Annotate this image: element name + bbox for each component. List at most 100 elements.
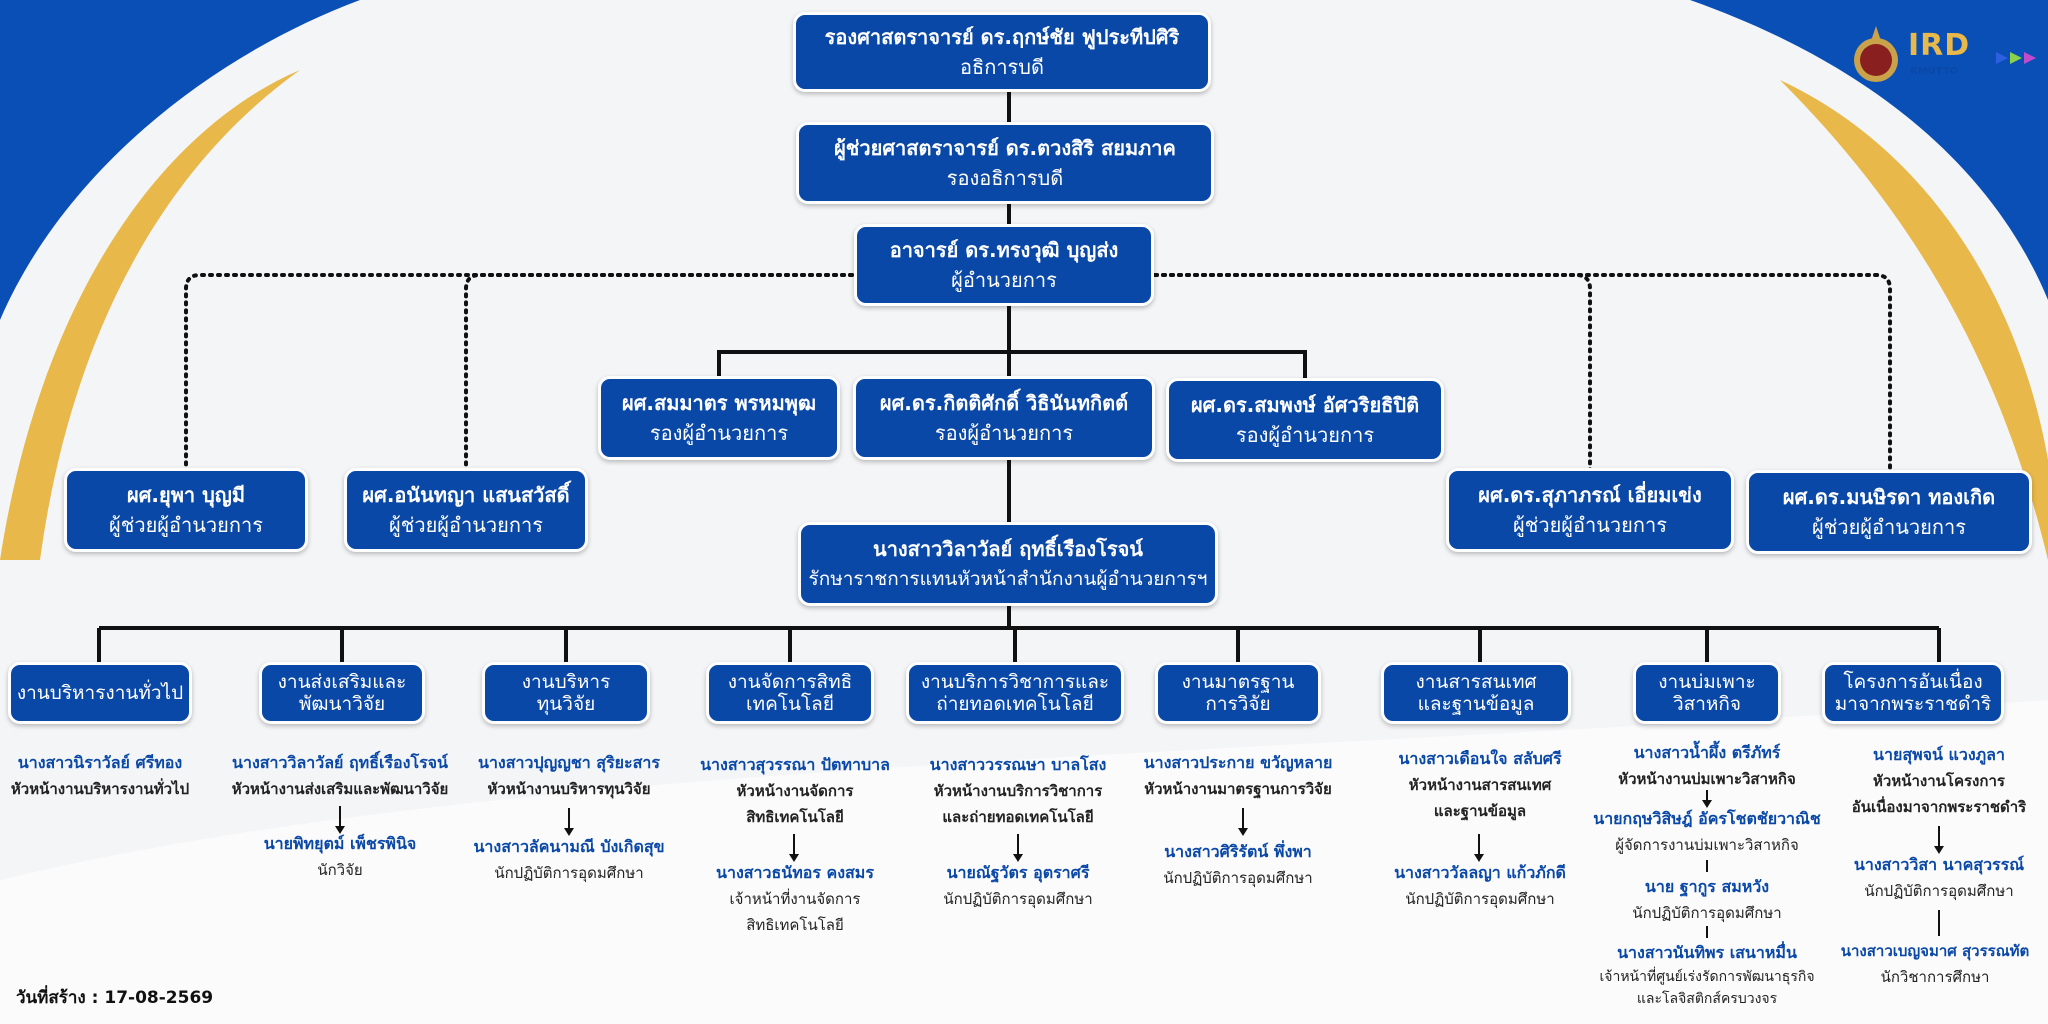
- department-box: งานบริหาร ทุนวิจัย: [482, 662, 650, 724]
- bg-swoosh: [0, 700, 2048, 1024]
- department-box: งานบ่มเพาะ วิสาหกิจ: [1633, 662, 1781, 724]
- staff-name: นางสาวน้ำผึ้ง ตรีภัทร์: [1633, 743, 1781, 762]
- staff-position: สิทธิเทคโนโลยี: [746, 808, 844, 826]
- staff-column: นางสาวปุญญชา สุริยะสาร หัวหน้างานบริหารท…: [464, 750, 674, 802]
- assistant-position: ผู้ช่วยผู้อำนวยการ: [109, 513, 263, 537]
- staff-position: หัวหน้างานบริหารงานทั่วไป: [10, 780, 190, 798]
- staff-name: นางสาววัลลญา แก้วภักดี: [1394, 863, 1566, 882]
- department-box: งานบริการวิชาการและ ถ่ายทอดเทคโนโลยี: [906, 662, 1124, 724]
- staff-column: นาย ฐากูร สมหวัง นักปฏิบัติการอุดมศึกษา: [1582, 874, 1832, 926]
- director-name: อาจารย์ ดร.ทรงวุฒิ บุญส่ง: [889, 238, 1119, 262]
- department-box: งานจัดการสิทธิ เทคโนโลยี: [706, 662, 874, 724]
- director-position: ผู้อำนวยการ: [951, 268, 1057, 292]
- staff-position: และฐานข้อมูล: [1433, 802, 1527, 820]
- staff-position: นักปฏิบัติการอุดมศึกษา: [1864, 882, 2014, 900]
- vice-president-position: รองอธิการบดี: [946, 166, 1064, 190]
- staff-position: เจ้าหน้าที่งานจัดการ: [729, 890, 861, 908]
- staff-position: อันเนื่องมาจากพระราชดำริ: [1851, 798, 2027, 816]
- staff-position: นักวิจัย: [317, 861, 363, 879]
- department-title: โครงการอันเนื่อง: [1843, 671, 1983, 693]
- staff-column: นางสาวธนัทอร คงสมร เจ้าหน้าที่งานจัดการ …: [690, 860, 900, 938]
- department-title: งานสารสนเทศ: [1415, 671, 1537, 693]
- department-title: เทคโนโลยี: [746, 693, 834, 715]
- assistant-position: ผู้ช่วยผู้อำนวยการ: [1513, 513, 1667, 537]
- staff-position: หัวหน้างานมาตรฐานการวิจัย: [1144, 780, 1332, 798]
- deputy-name: ผศ.สมมาตร พรหมพุฒ: [621, 391, 817, 415]
- staff-column: นางสาวน้ำผึ้ง ตรีภัทร์ หัวหน้างานบ่มเพาะ…: [1582, 740, 1832, 792]
- staff-position: นักปฏิบัติการอุดมศึกษา: [943, 890, 1093, 908]
- staff-position: สิทธิเทคโนโลยี: [746, 916, 844, 934]
- department-box: งานสารสนเทศ และฐานข้อมูล: [1381, 662, 1571, 724]
- deputy-name: ผศ.ดร.กิตติศักดิ์ วิธินันทกิตต์: [879, 391, 1129, 415]
- staff-column: นางสาวศิริรัตน์ พึ่งพา นักปฏิบัติการอุดม…: [1128, 839, 1348, 891]
- department-box: งานส่งเสริมและ พัฒนาวิจัย: [259, 662, 425, 724]
- vice-president-box: ผู้ช่วยศาสตราจารย์ ดร.ตวงสิริ สยมภาค รอง…: [796, 122, 1214, 204]
- staff-column: นางสาวเบญจมาศ สุวรรณทัต นักวิชาการศึกษา: [1822, 938, 2048, 990]
- president-position: อธิการบดี: [960, 55, 1044, 79]
- staff-name: นางสาวศิริรัตน์ พึ่งพา: [1164, 842, 1312, 861]
- president-box: รองศาสตราจารย์ ดร.ฤกษ์ชัย ฟูประทีปศิริ อ…: [793, 12, 1211, 92]
- assistant-name: ผศ.ยุพา บุญมี: [126, 483, 246, 507]
- staff-name: นางสาวนันทิพร เสนาหมื่น: [1617, 943, 1797, 962]
- department-title: พัฒนาวิจัย: [298, 693, 386, 715]
- department-title: มาจากพระราชดำริ: [1834, 693, 1992, 715]
- staff-name: นางสาวปุญญชา สุริยะสาร: [478, 753, 660, 772]
- staff-name: นางสาวลัคนามณี บังเกิดสุข: [473, 837, 665, 856]
- department-title: ทุนวิจัย: [536, 693, 596, 715]
- staff-column: นางสาวนิราวัลย์ ศรีทอง หัวหน้างานบริหารง…: [0, 750, 200, 802]
- bg-blue-right: [1690, 0, 2048, 300]
- office-head-position: รักษาราชการแทนหัวหน้าสำนักงานผู้อำนวยการ…: [808, 568, 1208, 590]
- staff-column: นางสาววรรณษา บาลโสง หัวหน้างานบริการวิชา…: [906, 752, 1130, 830]
- staff-column: นางสาวสุวรรณา ปัตทาบาล หัวหน้างานจัดการ …: [690, 752, 900, 830]
- logo-text: IRD: [1908, 28, 1971, 63]
- staff-position: นักวิชาการศึกษา: [1880, 968, 1990, 986]
- department-title: งานบ่มเพาะ: [1658, 671, 1756, 693]
- staff-column: นางสาววัลลญา แก้วภักดี นักปฏิบัติการอุดม…: [1370, 860, 1590, 912]
- department-title: และฐานข้อมูล: [1417, 693, 1535, 715]
- bg-gold-right: [1780, 80, 2048, 560]
- staff-column: นางสาววิสา นาคสุวรรณ์ นักปฏิบัติการอุดมศ…: [1830, 852, 2048, 904]
- president-name: รองศาสตราจารย์ ดร.ฤกษ์ชัย ฟูประทีปศิริ: [824, 25, 1180, 49]
- deputy-director-box: ผศ.สมมาตร พรหมพุฒ รองผู้อำนวยการ: [598, 376, 840, 460]
- university-seal-icon: [1854, 26, 2036, 82]
- staff-column: นางสาวลัคนามณี บังเกิดสุข นักปฏิบัติการอ…: [454, 834, 684, 886]
- staff-position: ผู้จัดการงานบ่มเพาะวิสาหกิจ: [1615, 836, 1799, 854]
- staff-position: หัวหน้างานส่งเสริมและพัฒนาวิจัย: [231, 780, 449, 798]
- department-box: งานบริหารงานทั่วไป: [8, 662, 192, 724]
- assistant-director-box: ผศ.ยุพา บุญมี ผู้ช่วยผู้อำนวยการ: [64, 468, 308, 552]
- staff-position: และโลจิสติกส์ครบวงจร: [1636, 991, 1778, 1007]
- staff-position: หัวหน้างานสารสนเทศ: [1408, 776, 1552, 794]
- director-box: อาจารย์ ดร.ทรงวุฒิ บุญส่ง ผู้อำนวยการ: [854, 224, 1154, 306]
- office-head-box: นางสาววิลาวัลย์ ฤทธิ์เรืองโรจน์ รักษาราช…: [798, 522, 1218, 606]
- assistant-position: ผู้ช่วยผู้อำนวยการ: [1812, 515, 1966, 539]
- staff-column: นายพิทยุตม์ เพ็ชรพินิจ นักวิจัย: [210, 831, 470, 883]
- staff-position: นักปฏิบัติการอุดมศึกษา: [1405, 890, 1555, 908]
- deputy-director-box: ผศ.ดร.กิตติศักดิ์ วิธินันทกิตต์ รองผู้อำ…: [853, 376, 1155, 460]
- staff-position: เจ้าหน้าที่ศูนย์เร่งรัดการพัฒนาธุรกิจ: [1599, 969, 1815, 985]
- department-title: การวิจัย: [1205, 693, 1271, 715]
- staff-position: นักปฏิบัติการอุดมศึกษา: [1632, 904, 1782, 922]
- staff-column: นางสาวประกาย ขวัญหลาย หัวหน้างานมาตรฐานก…: [1128, 750, 1348, 802]
- department-box: โครงการอันเนื่อง มาจากพระราชดำริ: [1822, 662, 2004, 724]
- staff-column: นายณัฐวัตร อุตราศรี นักปฏิบัติการอุดมศึก…: [906, 860, 1130, 912]
- assistant-name: ผศ.ดร.สุภาภรณ์ เอี่ยมเข่ง: [1478, 483, 1702, 507]
- staff-column: นางสาวเดือนใจ สลับศรี หัวหน้างานสารสนเทศ…: [1370, 746, 1590, 824]
- assistant-name: ผศ.อนันทญา แสนสวัสดิ์: [362, 483, 570, 507]
- ird-logo: IRD RMUTTO: [1846, 12, 2046, 96]
- staff-name: นายพิทยุตม์ เพ็ชรพินิจ: [263, 834, 417, 853]
- department-title: งานส่งเสริมและ: [277, 671, 407, 693]
- deputy-position: รองผู้อำนวยการ: [649, 421, 789, 445]
- department-title: งานจัดการสิทธิ: [727, 671, 853, 693]
- staff-name: นางสาววิลาวัลย์ ฤทธิ์เรืองโรจน์: [232, 753, 448, 772]
- assistant-director-box: ผศ.ดร.มนษิรดา ทองเกิด ผู้ช่วยผู้อำนวยการ: [1746, 470, 2032, 554]
- staff-position: หัวหน้างานบ่มเพาะวิสาหกิจ: [1618, 770, 1796, 788]
- assistant-director-box: ผศ.อนันทญา แสนสวัสดิ์ ผู้ช่วยผู้อำนวยการ: [344, 468, 588, 552]
- deputy-director-box: ผศ.ดร.สมพงษ์ อัศวริยธิปิติ รองผู้อำนวยกา…: [1166, 378, 1444, 462]
- vice-president-name: ผู้ช่วยศาสตราจารย์ ดร.ตวงสิริ สยมภาค: [834, 136, 1176, 160]
- department-title: งานมาตรฐาน: [1181, 671, 1295, 693]
- department-box: งานมาตรฐาน การวิจัย: [1155, 662, 1321, 724]
- staff-position: นักปฏิบัติการอุดมศึกษา: [494, 864, 644, 882]
- staff-name: นางสาวประกาย ขวัญหลาย: [1143, 753, 1333, 772]
